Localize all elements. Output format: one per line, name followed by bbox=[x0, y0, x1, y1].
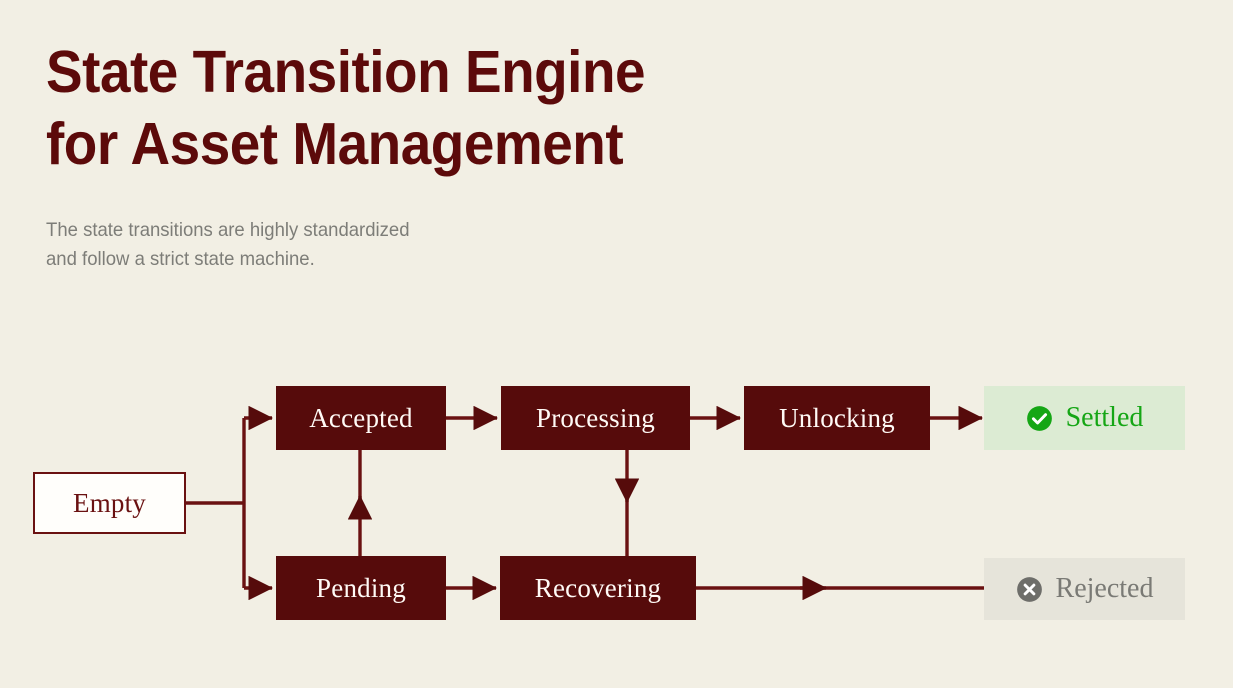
state-node-accepted-label: Accepted bbox=[309, 402, 413, 433]
state-node-pending-label: Pending bbox=[316, 572, 406, 603]
status-badge-rejected[interactable]: Rejected bbox=[984, 558, 1185, 620]
header: State Transition Engine for Asset Manage… bbox=[46, 36, 806, 180]
state-node-recovering[interactable]: Recovering bbox=[500, 556, 696, 620]
status-badge-rejected-label: Rejected bbox=[1055, 573, 1154, 604]
state-node-empty[interactable]: Empty bbox=[33, 472, 186, 534]
status-badge-settled-label: Settled bbox=[1065, 402, 1144, 433]
state-node-processing[interactable]: Processing bbox=[501, 386, 690, 450]
state-node-pending[interactable]: Pending bbox=[276, 556, 446, 620]
state-node-processing-label: Processing bbox=[536, 402, 655, 433]
page-title: State Transition Engine for Asset Manage… bbox=[46, 39, 646, 177]
check-circle-icon bbox=[1026, 405, 1052, 431]
state-node-accepted[interactable]: Accepted bbox=[276, 386, 446, 450]
status-badge-settled[interactable]: Settled bbox=[984, 386, 1185, 450]
state-node-empty-label: Empty bbox=[73, 487, 146, 518]
page-subtitle: The state transitions are highly standar… bbox=[46, 219, 410, 270]
x-circle-icon bbox=[1016, 576, 1042, 602]
state-node-recovering-label: Recovering bbox=[534, 572, 662, 603]
state-node-unlocking-label: Unlocking bbox=[779, 402, 895, 433]
state-node-unlocking[interactable]: Unlocking bbox=[744, 386, 930, 450]
